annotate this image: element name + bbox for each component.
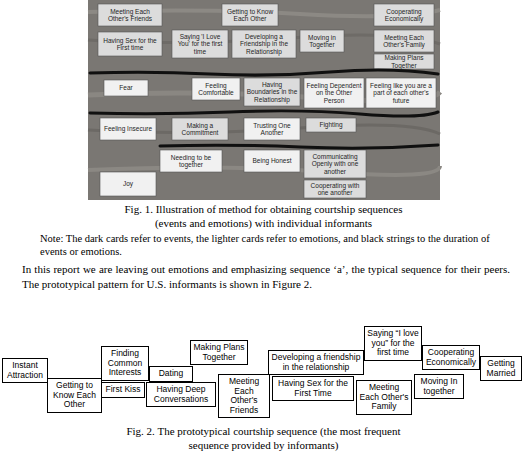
- card-text: Meeting Each Other's Friends: [98, 4, 162, 26]
- event-box: Meeting Each Other's Friends: [218, 374, 270, 418]
- event-text: Cooperating Economically: [425, 348, 477, 367]
- body-paragraph: In this report we are leaving out emotio…: [22, 262, 510, 292]
- event-text: Developing a friendship in the relations…: [271, 353, 361, 372]
- card-text: Needing to be together: [160, 150, 222, 172]
- card-text: Cooperating Economically: [374, 4, 434, 26]
- event-text: First Kiss: [104, 385, 142, 395]
- event-text: Having Sex for the First Time: [275, 379, 351, 398]
- event-box: Dating: [149, 366, 193, 382]
- card-text: Feeling Dependent on the Other Person: [304, 78, 364, 108]
- event-box: Meeting Each Other's Family: [356, 380, 412, 415]
- event-box: Moving In together: [414, 374, 464, 399]
- event-box: Making Plans Together: [190, 340, 248, 365]
- card-text: Moving in Together: [300, 30, 344, 52]
- card-text: Making a Commitment: [172, 118, 228, 140]
- card-text: Meeting Each Other's Family: [374, 30, 434, 52]
- card-text: Communicating Openly with one another: [304, 150, 366, 178]
- card-text: Joy: [100, 172, 156, 196]
- event-text: Getting to Know Each Other: [50, 381, 99, 410]
- card-text: Getting to Know Each Other: [222, 4, 278, 26]
- event-box: Finding Common Interests: [101, 346, 149, 381]
- card-text: Cooperating with one another: [304, 180, 366, 198]
- figure-note: Note: The dark cards refer to events, th…: [40, 232, 510, 258]
- card-text: Making Plans Together: [374, 54, 434, 69]
- card-text: Trusting One Another: [244, 118, 300, 140]
- event-text: Meeting Each Other's Friends: [221, 377, 267, 415]
- card-text: Having Boundaries in the Relationship: [244, 78, 300, 106]
- event-box: Getting Married: [480, 356, 522, 381]
- event-box: Cooperating Economically: [422, 345, 480, 370]
- event-text: Making Plans Together: [193, 343, 245, 362]
- event-box: Instant Attraction: [2, 358, 48, 383]
- card-text: Having Sex for the First time: [98, 32, 162, 56]
- event-box: Having Sex for the First Time: [272, 376, 354, 401]
- card-text: Developing a Friendship in the Relations…: [232, 30, 296, 58]
- event-text: Dating: [152, 369, 190, 379]
- card-text: Feeling Comfortable: [192, 78, 240, 100]
- event-text: Saying “I love you” for the first time: [367, 329, 419, 358]
- event-box: Saying “I love you” for the first time: [364, 326, 422, 361]
- card-text: Being Honest: [244, 150, 300, 172]
- card-text: Saying 'I Love You' for the first time: [172, 30, 228, 58]
- card-text: Fighting: [306, 118, 356, 132]
- event-text: Getting Married: [483, 359, 519, 378]
- card-text: Fear: [104, 80, 148, 96]
- event-box: Getting to Know Each Other: [47, 378, 102, 413]
- event-text: Instant Attraction: [5, 361, 45, 380]
- event-box: Developing a friendship in the relations…: [268, 350, 364, 375]
- figure-caption: Fig. 2. The prototypical courtship seque…: [108, 424, 419, 452]
- event-box: Having Deep Conversations: [146, 382, 216, 407]
- event-text: Meeting Each Other's Family: [359, 383, 409, 412]
- figure-caption: Fig. 1. Illustration of method for obtai…: [108, 202, 419, 230]
- card-text: Feeling like you are a part of each othe…: [366, 78, 436, 108]
- event-text: Having Deep Conversations: [149, 385, 213, 404]
- card-text: Feeling Insecure: [100, 118, 156, 140]
- event-text: Finding Common Interests: [104, 349, 146, 378]
- event-text: Moving In together: [417, 377, 461, 396]
- event-box: First Kiss: [101, 382, 145, 398]
